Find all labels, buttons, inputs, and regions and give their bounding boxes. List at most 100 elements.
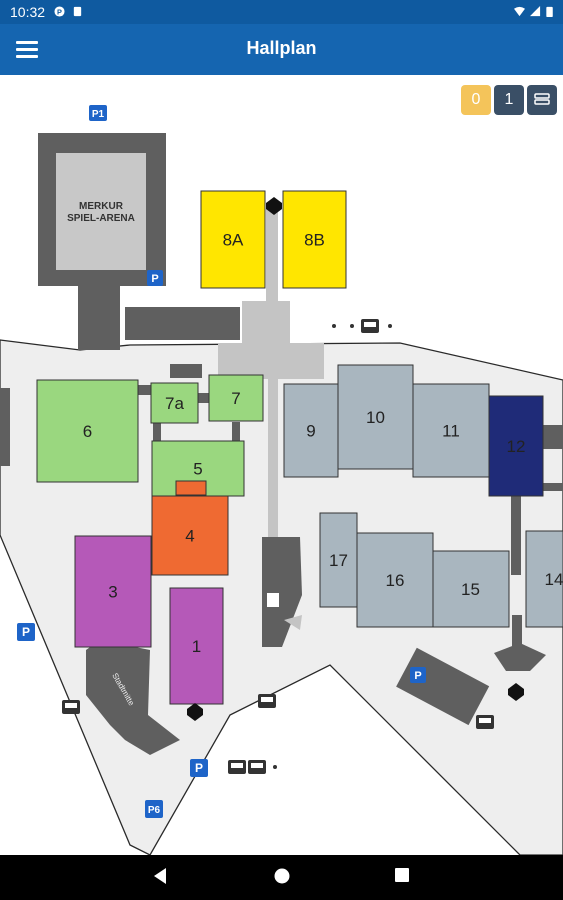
arena-label-2: SPIEL-ARENA [67, 213, 135, 224]
connector-7-5 [232, 422, 240, 442]
hall-6[interactable]: 6 [36, 379, 139, 483]
hall-1-label: 1 [192, 637, 201, 656]
connector-7a-5 [153, 422, 161, 442]
hall-17-label: 17 [329, 551, 348, 570]
connector-7a-7 [196, 393, 210, 403]
hall-16[interactable]: 16 [356, 532, 434, 628]
north-entrance [242, 301, 290, 343]
hall-7a-shape[interactable] [150, 382, 199, 424]
parking-p6-icon[interactable]: P6 [145, 800, 163, 818]
hall-3[interactable]: 3 [74, 535, 152, 648]
hall-3-shape[interactable] [74, 535, 152, 648]
hall-10-shape[interactable] [337, 364, 414, 470]
home-icon[interactable] [273, 867, 291, 885]
svg-text:P1: P1 [92, 109, 105, 120]
hall-14-shape[interactable] [525, 530, 563, 628]
small-building [170, 364, 202, 378]
parking-arena-icon[interactable]: P [147, 270, 163, 286]
parking-west-icon[interactable]: P [17, 623, 35, 641]
hall-12-label: 12 [507, 437, 526, 456]
hall-6-label: 6 [83, 422, 92, 441]
hall-8a[interactable]: 8A [200, 190, 266, 289]
hall-11[interactable]: 11 [412, 383, 490, 478]
hall-17-shape[interactable] [319, 512, 358, 608]
back-icon[interactable] [152, 867, 168, 885]
parking-garage-icon[interactable]: P [410, 667, 426, 683]
layers-button[interactable] [527, 85, 557, 115]
bus-stop-icon [248, 760, 266, 774]
hall-4-shape[interactable] [151, 495, 229, 576]
hall-16-label: 16 [386, 571, 405, 590]
hall-11-shape[interactable] [412, 383, 490, 478]
hall-17[interactable]: 17 [319, 512, 358, 608]
signal-icon [530, 6, 541, 17]
hall-6-shape[interactable] [36, 379, 139, 483]
hall-7-shape[interactable] [208, 374, 264, 422]
hall-12-shape[interactable] [488, 395, 544, 497]
hall-9-label: 9 [306, 422, 315, 441]
floor-0-button[interactable]: 0 [461, 85, 491, 115]
edge-building [0, 388, 10, 466]
system-nav-bar [0, 855, 563, 900]
arena-field [56, 153, 146, 270]
hall-10-label: 10 [366, 408, 385, 427]
entrance-north-icon[interactable] [266, 197, 282, 215]
hall-7-label: 7 [231, 389, 240, 408]
entrance-south-icon[interactable] [187, 703, 203, 721]
svg-text:P: P [414, 670, 421, 682]
marker-dot [350, 324, 354, 328]
hall-9[interactable]: 9 [283, 383, 339, 478]
hall-4[interactable]: 4 [151, 495, 229, 576]
hall-3-label: 3 [108, 583, 117, 602]
page-title: Hallplan [246, 38, 317, 58]
recents-icon[interactable] [394, 867, 410, 883]
floor-1-button[interactable]: 1 [494, 85, 524, 115]
parking-south-icon[interactable]: P [190, 759, 208, 777]
bus-stop-icon [62, 700, 80, 714]
marker-dot [332, 324, 336, 328]
hall-1[interactable]: 1 [169, 587, 224, 705]
hall-15-shape[interactable] [431, 550, 510, 628]
bus-stop-icon [476, 715, 494, 729]
svg-text:P: P [151, 273, 158, 285]
connector-6-7a [138, 385, 152, 395]
floor-0-label: 0 [471, 91, 481, 108]
entrance-detail [284, 615, 302, 630]
central-junction [218, 343, 324, 379]
hall-14[interactable]: 14 [525, 530, 563, 628]
hall-10[interactable]: 10 [337, 364, 414, 470]
app-bar: Hallplan [0, 24, 563, 75]
hall-1-shape[interactable] [169, 587, 224, 705]
hall-5-label: 5 [193, 460, 202, 479]
hall-16-shape[interactable] [356, 532, 434, 628]
central-walkway [268, 379, 278, 539]
hall-8b[interactable]: 8B [282, 190, 347, 289]
hall-12[interactable]: 12 [488, 395, 544, 497]
marker-dot [388, 324, 392, 328]
hall-11-label: 11 [442, 422, 460, 441]
hall-15[interactable]: 15 [431, 550, 510, 628]
hall-15-label: 15 [461, 580, 480, 599]
svg-text:P: P [195, 761, 203, 775]
stadtmitte-building [86, 640, 180, 755]
marker-dot [273, 765, 277, 769]
north-building [125, 307, 240, 340]
hall-7[interactable]: 7 [208, 374, 264, 422]
floor-1-label: 1 [504, 91, 514, 108]
battery-icon [546, 6, 553, 17]
entrance-east-icon[interactable] [508, 683, 524, 701]
hall-4-extension [175, 480, 207, 496]
notification-p-icon: P [54, 6, 65, 17]
hall-8a-shape[interactable] [200, 190, 266, 289]
svg-text:P: P [57, 7, 62, 16]
menu-icon[interactable] [16, 39, 40, 59]
connector-12-east [543, 425, 563, 449]
entrance-icon [267, 593, 279, 607]
hall-7a[interactable]: 7a [150, 382, 199, 424]
hall-8b-label: 8B [304, 231, 325, 250]
hall-8b-shape[interactable] [282, 190, 347, 289]
parking-p1-icon[interactable]: P1 [89, 105, 107, 121]
wifi-icon [514, 6, 525, 17]
